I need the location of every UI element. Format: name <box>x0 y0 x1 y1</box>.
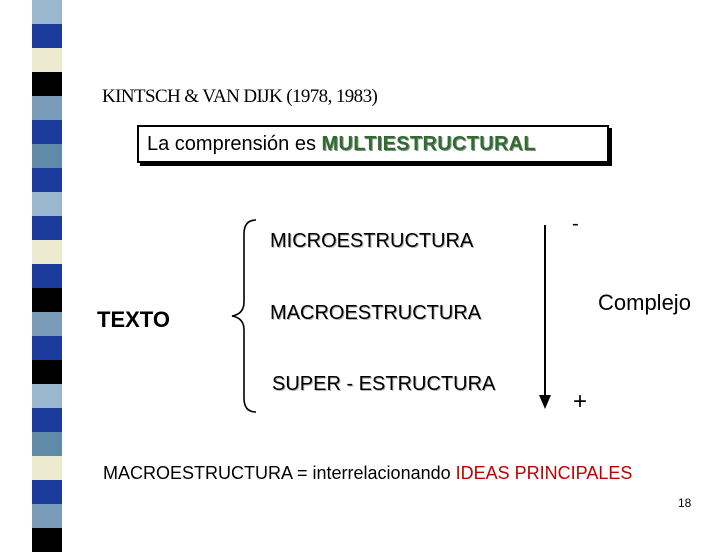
decorative-stripe <box>0 0 68 540</box>
scale-plus: + <box>573 388 587 416</box>
banner-text: La comprensión es <box>147 133 322 155</box>
texto-label: TEXTO <box>97 307 170 333</box>
scale-minus: - <box>572 213 579 236</box>
definition-text: MACROESTRUCTURA = interrelacionando <box>103 463 456 483</box>
structure-micro: MICROESTRUCTURA <box>270 230 473 253</box>
structure-super: SUPER - ESTRUCTURA <box>272 373 495 396</box>
macro-definition: MACROESTRUCTURA = interrelacionando IDEA… <box>103 463 632 484</box>
structure-macro: MACROESTRUCTURA <box>270 302 481 325</box>
definition-banner: La comprensión es MULTIESTRUCTURAL <box>137 125 609 163</box>
down-arrow-icon <box>535 225 555 411</box>
scale-label: Complejo <box>598 290 691 316</box>
page-number: 18 <box>678 496 691 510</box>
definition-highlight: IDEAS PRINCIPALES <box>456 463 633 483</box>
slide-heading: KINTSCH & VAN DIJK (1978, 1983) <box>102 86 377 108</box>
curly-brace-icon <box>228 218 262 414</box>
banner-highlight: MULTIESTRUCTURAL <box>322 133 536 155</box>
